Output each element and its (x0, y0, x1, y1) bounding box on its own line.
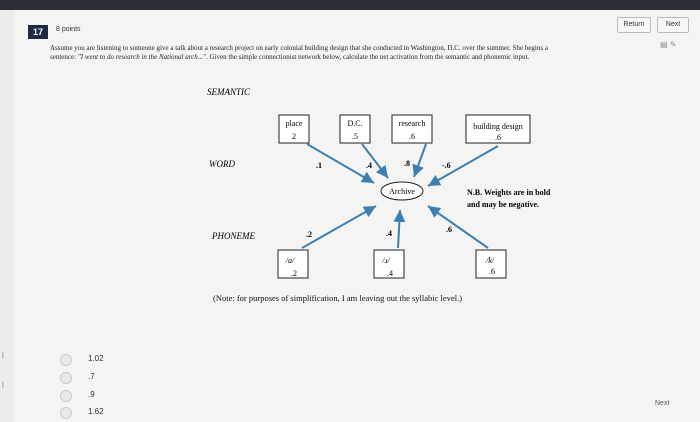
weight-dc: .4 (366, 161, 372, 170)
question-number-badge: 17 (28, 25, 48, 39)
weight-a: .2 (306, 230, 312, 239)
radio-button[interactable] (60, 407, 72, 419)
node-activation: .5 (352, 132, 358, 141)
answer-label: .9 (88, 390, 95, 399)
arrow-r-to-archive (393, 209, 406, 249)
next-button[interactable]: Next (657, 17, 689, 33)
flag-icon[interactable]: ✎ (669, 40, 677, 49)
weight-building: -.6 (442, 161, 451, 170)
grid-icon[interactable]: ▤ (660, 40, 668, 49)
radio-button[interactable] (60, 372, 72, 384)
prompt-line-2-suffix: . Given the simple connectionist network… (205, 53, 530, 61)
semantic-node-dc: D.C. .5 (339, 114, 371, 144)
question-prompt: Assume you are listening to someone give… (50, 44, 690, 62)
simplification-note: (Note: for purposes of simplification, I… (213, 293, 463, 303)
left-margin-mark: | (2, 382, 4, 389)
node-label: building design (473, 122, 523, 131)
weights-note-line-2: and may be negative. (467, 200, 539, 209)
weights-note-line-1: N.B. Weights are in bold (467, 188, 551, 197)
arrow-research-to-archive (412, 143, 427, 178)
weight-place: .1 (316, 161, 322, 170)
toolbar-icons[interactable]: ▤ ✎ (660, 40, 677, 49)
semantic-node-place: place 2 (278, 114, 310, 144)
archive-label: Archive (389, 187, 415, 196)
connection-arrows (301, 143, 499, 249)
left-margin-mark: | (2, 352, 4, 359)
radio-button[interactable] (60, 354, 72, 366)
node-activation: .6 (489, 267, 495, 276)
answer-label: .7 (88, 372, 95, 381)
node-label: research (399, 119, 426, 128)
weight-k: .6 (446, 225, 452, 234)
node-label: place (286, 119, 303, 128)
node-label: /k/ (485, 256, 495, 265)
prompt-line-2-prefix: sentence: (50, 53, 78, 61)
node-label: /a/ (285, 256, 295, 265)
node-label: /ɹ/ (381, 256, 390, 265)
word-node-archive (380, 181, 424, 201)
arrow-dc-to-archive (361, 143, 389, 179)
return-button[interactable]: Return (617, 17, 651, 33)
node-activation: .6 (495, 133, 501, 142)
node-activation: 2 (292, 132, 296, 141)
phoneme-node-r: /ɹ/ .4 (373, 249, 405, 279)
arrow-a-to-archive (301, 205, 377, 249)
weight-r: .4 (386, 229, 392, 238)
level-label-phoneme: PHONEME (211, 231, 255, 241)
prompt-quote: "I went to do research in the National a… (77, 53, 206, 61)
browser-top-bar (0, 0, 700, 10)
connection-weights: .1 .4 .8 -.6 .2 .4 .6 (306, 159, 452, 239)
semantic-node-building-design: building design .6 (465, 114, 531, 144)
points-label: 8 points (56, 26, 81, 33)
arrow-building-to-archive (427, 145, 499, 187)
answer-label: 1.02 (88, 354, 104, 363)
semantic-node-research: research .6 (391, 114, 433, 144)
phoneme-node-a: /a/ .2 (277, 249, 309, 279)
weight-research: .8 (404, 159, 410, 168)
arrow-place-to-archive (306, 143, 375, 184)
level-label-semantic: SEMANTIC (207, 87, 251, 97)
arrow-k-to-archive (427, 205, 489, 249)
node-activation: .4 (387, 269, 393, 278)
node-activation: .2 (291, 269, 297, 278)
phoneme-node-k: /k/ .6 (475, 249, 507, 279)
node-label: D.C. (347, 119, 362, 128)
node-activation: .6 (409, 132, 415, 141)
bottom-next-link[interactable]: Next (655, 400, 670, 407)
level-label-word: WORD (209, 159, 235, 169)
prompt-line-1: Assume you are listening to someone give… (50, 44, 548, 52)
radio-button[interactable] (60, 390, 72, 402)
answer-label: 1.62 (88, 407, 104, 416)
